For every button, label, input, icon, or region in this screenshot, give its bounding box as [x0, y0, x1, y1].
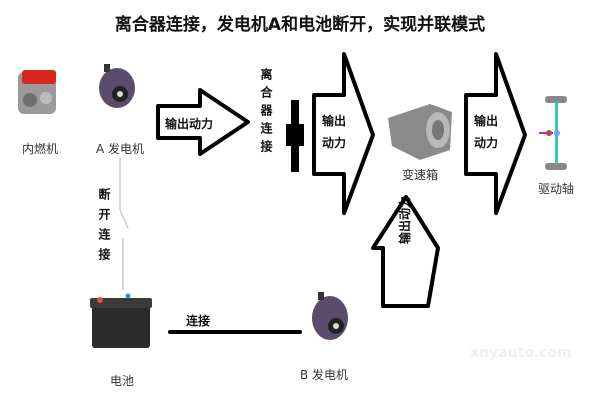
disconnect-label: 断开连接: [97, 188, 111, 268]
arrow-3-label-line2: 动力: [474, 136, 499, 150]
engine-image: [18, 70, 56, 114]
arrow-3-label-line1: 输出: [474, 114, 499, 128]
drive-axle-image: [539, 96, 567, 170]
clutch-label: 离合器连接: [259, 68, 273, 158]
output-power-arrow-2: [312, 52, 375, 215]
clutch-icon: [286, 100, 304, 172]
generator-b-label: B 发电机: [300, 368, 349, 382]
battery-label: 电池: [110, 374, 135, 388]
output-power-arrow-up: [371, 195, 440, 308]
disconnected-switch-line: [119, 158, 129, 290]
arrow-1-label: 输出动力: [165, 117, 214, 131]
arrow-up-label-wrap: 输出动力: [398, 196, 417, 296]
generator-b-image: [312, 292, 348, 340]
gearbox-image: [388, 104, 452, 160]
engine-label: 内燃机: [22, 142, 59, 156]
generator-a-image: [99, 64, 135, 108]
arrow-2-label-line2: 动力: [322, 136, 347, 150]
output-power-arrow-1: [156, 88, 250, 156]
gearbox-label: 变速箱: [402, 168, 439, 182]
output-power-arrow-3: [464, 52, 527, 215]
drive-axle-label: 驱动轴: [538, 182, 575, 196]
battery-image: [90, 293, 152, 348]
diagram-title: 离合器连接，发电机A和电池断开，实现并联模式: [114, 15, 486, 35]
connect-label: 连接: [186, 314, 211, 328]
arrow-up-label: 输出动力: [398, 196, 412, 245]
generator-a-label: A 发电机: [96, 142, 145, 156]
arrow-2-label-line1: 输出: [322, 114, 347, 128]
watermark: xnyauto.com: [470, 345, 572, 361]
